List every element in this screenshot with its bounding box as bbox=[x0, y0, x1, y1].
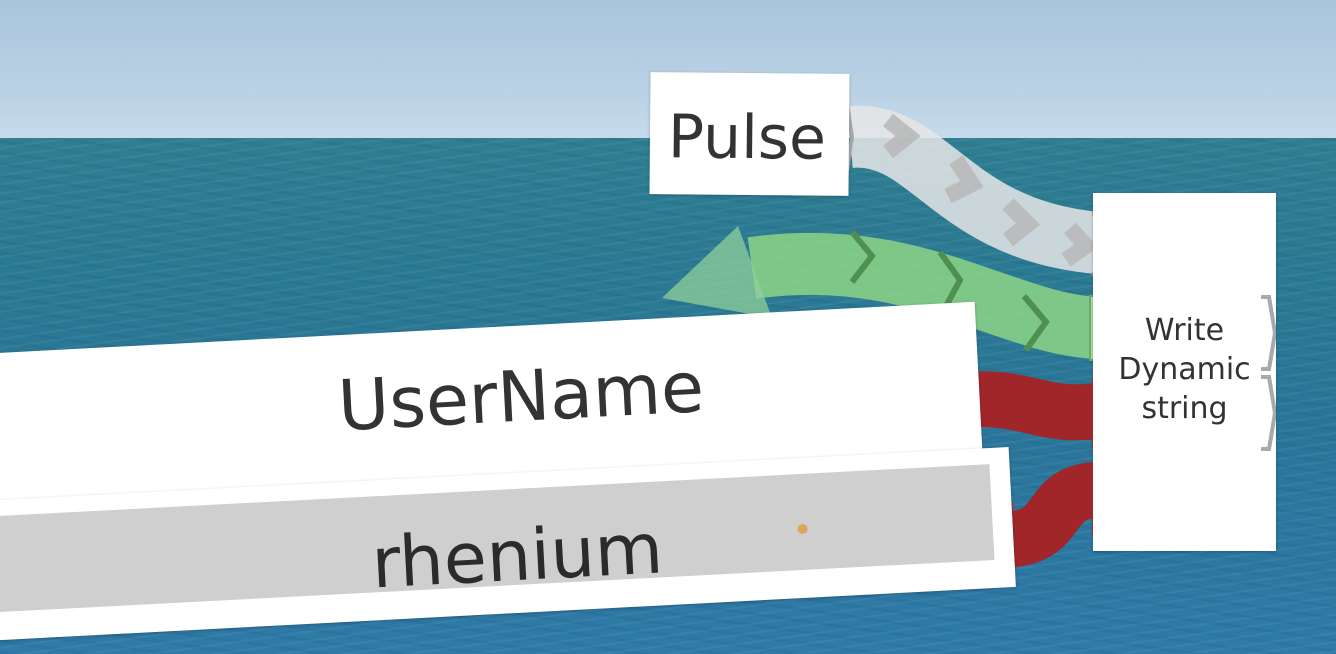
pulse-node-label: Pulse bbox=[667, 102, 827, 174]
write-fail-connector[interactable] bbox=[1261, 375, 1276, 451]
username-wire[interactable] bbox=[957, 371, 1109, 441]
impulse-wire[interactable] bbox=[847, 105, 1102, 274]
output-chevron bbox=[1021, 294, 1050, 352]
impulse-wire-chevrons bbox=[883, 113, 1098, 267]
write-dynamic-string-node[interactable]: Write Dynamic string bbox=[1093, 193, 1276, 551]
pulse-node[interactable]: Pulse bbox=[649, 72, 850, 196]
write-node-connectors bbox=[1261, 295, 1276, 451]
output-chevron bbox=[937, 250, 964, 312]
value-wire[interactable] bbox=[998, 462, 1105, 568]
write-node-label-line: string bbox=[1141, 391, 1228, 426]
impulse-chevron bbox=[1002, 198, 1040, 247]
write-output-connector[interactable] bbox=[1261, 295, 1276, 371]
laser-pointer-dot bbox=[797, 523, 808, 535]
write-node-label: Write Dynamic string bbox=[1093, 311, 1276, 428]
impulse-chevron bbox=[883, 113, 921, 159]
value-text: rhenium bbox=[369, 507, 665, 605]
username-node-label: UserName bbox=[336, 346, 706, 448]
impulse-chevron bbox=[944, 155, 984, 204]
write-node-label-line: Write bbox=[1144, 313, 1225, 348]
output-arrowhead[interactable] bbox=[662, 226, 772, 318]
write-node-label-line: Dynamic bbox=[1118, 352, 1251, 387]
output-wire-chevrons bbox=[849, 230, 1050, 352]
output-chevron bbox=[849, 230, 876, 284]
impulse-chevron bbox=[1061, 222, 1098, 267]
